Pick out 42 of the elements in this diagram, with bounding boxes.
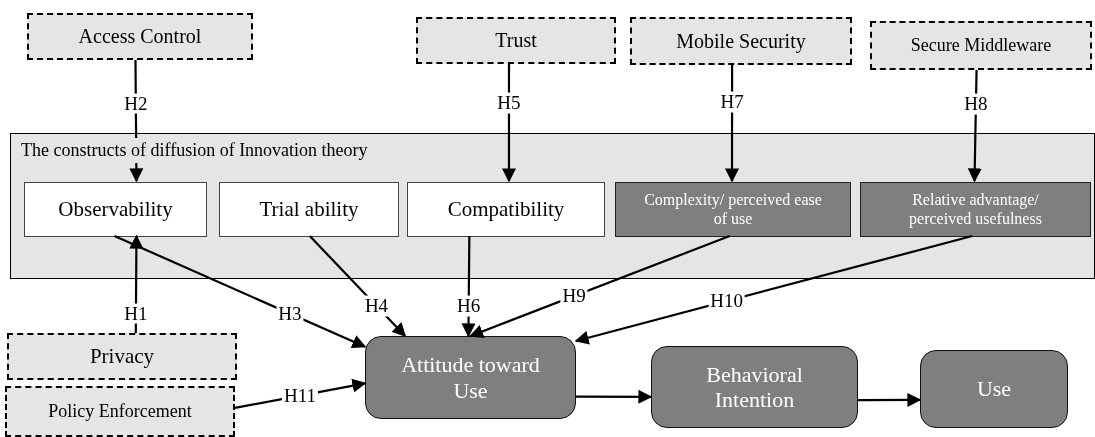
node-label: Complexity/ perceived ease of use <box>643 191 823 228</box>
node-label: Trust <box>494 29 538 52</box>
construct-box <box>615 182 851 237</box>
node-label: Compatibility <box>446 197 566 222</box>
moderator-box <box>27 13 253 60</box>
arrow <box>858 392 922 407</box>
moderator-box <box>416 17 616 64</box>
edge-label: H5 <box>495 92 523 114</box>
node-label: Access Control <box>77 25 203 48</box>
edge-label: H1 <box>122 303 150 325</box>
node-label: Relative advantage/ perceived usefulness <box>908 191 1043 228</box>
node-label: Use <box>975 376 1013 402</box>
node-label: Secure Middleware <box>909 35 1053 56</box>
edge-label: H7 <box>718 91 746 113</box>
node-label: Observability <box>57 197 174 222</box>
edge-label: H8 <box>962 93 990 115</box>
moderator-box <box>5 386 235 437</box>
arrow <box>114 235 367 349</box>
stage-box <box>365 336 576 419</box>
edge-label: H2 <box>122 93 150 114</box>
arrow <box>576 389 653 404</box>
construct-box <box>24 182 207 237</box>
edge-label: H3 <box>276 303 304 324</box>
edge-label: H6 <box>455 295 483 317</box>
group-panel <box>10 133 1095 279</box>
moderator-box <box>870 21 1092 70</box>
edge-label: H4 <box>362 295 391 317</box>
moderator-box <box>630 17 852 65</box>
node-label: Attitude toward Use <box>400 352 541 403</box>
stage-box <box>651 346 858 428</box>
moderator-box <box>7 333 237 380</box>
arrow <box>469 234 731 338</box>
arrow <box>574 234 973 345</box>
construct-box <box>860 182 1091 237</box>
stage-box <box>920 350 1068 428</box>
construct-box <box>407 182 605 237</box>
node-label: Behavioral Intention <box>705 361 804 413</box>
node-label: Policy Enforcement <box>47 401 193 422</box>
construct-box <box>219 182 399 237</box>
node-label: Mobile Security <box>675 29 807 53</box>
node-label: Trial ability <box>258 197 360 222</box>
node-label: Privacy <box>88 344 156 369</box>
